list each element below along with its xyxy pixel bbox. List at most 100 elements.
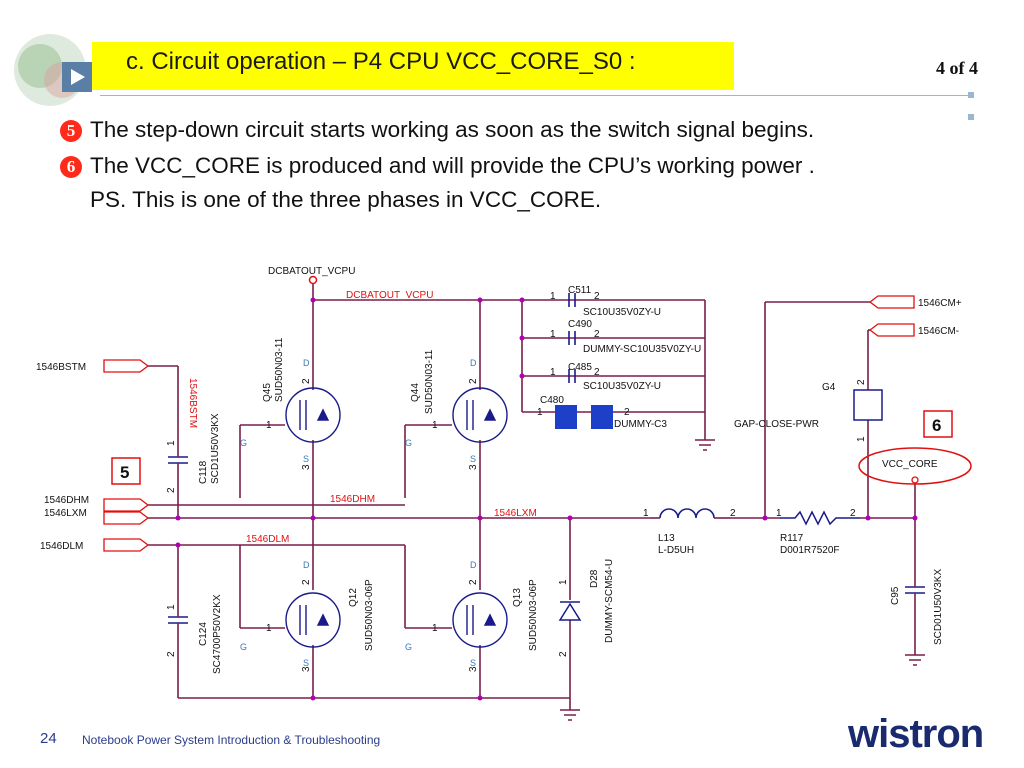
slide-title: c. Circuit operation – P4 CPU VCC_CORE_S… — [126, 48, 636, 75]
schematic-label: 2 — [166, 487, 177, 493]
schematic-label: D001R7520F — [780, 545, 839, 556]
schematic-label: C118 — [198, 460, 209, 484]
page-indicator: 4 of 4 — [936, 58, 978, 78]
marker-5: 5 — [120, 463, 129, 482]
schematic-label: G — [405, 438, 412, 448]
schematic-label: 1 — [776, 508, 782, 519]
schematic-label: D — [303, 358, 310, 368]
schematic-label: SUD50N03-11 — [274, 337, 285, 402]
net-label-top: DCBATOUT_VCPU — [268, 266, 355, 277]
schematic-label: 2 — [301, 378, 312, 384]
schematic-label: 2 — [856, 379, 867, 385]
header-rule — [100, 95, 972, 96]
schematic-label: G4 — [822, 382, 836, 393]
play-icon — [62, 62, 92, 92]
schematic-label: 2 — [624, 407, 630, 418]
ref-c480: C480 — [540, 395, 564, 406]
schematic-label: 1 — [643, 508, 649, 519]
schematic-label: L13 — [658, 533, 675, 544]
schematic-label: 1 — [558, 579, 569, 585]
wistron-logo: wistron — [848, 712, 984, 756]
schematic-label: 3 — [301, 666, 312, 672]
cap-c480-plate — [555, 405, 577, 429]
ref-c490: C490 — [568, 319, 592, 330]
schematic-label: 1 — [266, 623, 272, 634]
schematic-label: Q13 — [512, 588, 523, 607]
schematic-label: 2 — [301, 579, 312, 585]
schematic-label: Q45 — [262, 383, 273, 402]
schematic-label: 2 — [594, 329, 600, 340]
schematic-label: C95 — [890, 586, 901, 605]
schematic-label: S — [470, 454, 476, 464]
text-line-1: The step-down circuit starts working as … — [90, 117, 815, 142]
net-dlm-red: 1546DLM — [246, 534, 289, 545]
schematic-label: Q12 — [348, 588, 359, 607]
schematic-label: 1 — [266, 420, 272, 431]
schematic-label: SUD50N03-11 — [424, 349, 435, 414]
cap-c480-plate — [591, 405, 613, 429]
schematic-label: S — [303, 658, 309, 668]
text-line-2: The VCC_CORE is produced and will provid… — [90, 153, 815, 178]
val-c480: DUMMY-C3 — [614, 419, 667, 430]
val-c511: SC10U35V0ZY-U — [583, 307, 661, 318]
schematic-label: SCD01U50V3KX — [933, 569, 944, 645]
schematic-label: 2 — [594, 367, 600, 378]
schematic-label: SUD50N03-06P — [364, 579, 375, 651]
schematic-label: 1 — [550, 291, 556, 302]
schematic-label: 1 — [166, 440, 177, 446]
net-bstm-red: 1546BSTM — [187, 378, 198, 428]
schematic-label: D — [470, 560, 477, 570]
ref-c511: C511 — [568, 285, 592, 296]
schematic-label: S — [303, 454, 309, 464]
schematic-label: D28 — [589, 569, 600, 588]
schematic-label: 1 — [550, 329, 556, 340]
schematic-label: 1 — [550, 367, 556, 378]
bullet-marker-6: 6 — [60, 156, 82, 178]
schematic-label: S — [470, 658, 476, 668]
schematic-label: GAP-CLOSE-PWR — [734, 419, 819, 430]
schematic-label: SCD1U50V3KX — [210, 413, 221, 484]
schematic-label: 2 — [730, 508, 736, 519]
footer-page-number: 24 — [40, 730, 57, 747]
schematic-label: 2 — [850, 508, 856, 519]
port-dlm: 1546DLM — [40, 541, 83, 552]
ref-c485: C485 — [568, 362, 592, 373]
schematic-label: D — [303, 560, 310, 570]
schematic-label: D — [470, 358, 477, 368]
schematic-label: 1 — [856, 436, 867, 442]
schematic-label: 3 — [301, 464, 312, 470]
schematic-label: SC4700P50V2KX — [212, 594, 223, 674]
schematic-label: 2 — [468, 579, 479, 585]
net-dhm-red: 1546DHM — [330, 494, 375, 505]
schematic-label: Q44 — [410, 383, 421, 402]
schematic-label: C124 — [198, 622, 209, 646]
port-lxm: 1546LXM — [44, 508, 87, 519]
schematic-label: 3 — [468, 464, 479, 470]
marker-6: 6 — [932, 416, 941, 435]
title-bar — [92, 42, 734, 90]
schematic-label: SUD50N03-06P — [528, 579, 539, 651]
schematic-label: R117 — [780, 533, 804, 544]
port-bstm: 1546BSTM — [36, 362, 86, 373]
schematic-label: DUMMY-SCM54-U — [604, 559, 615, 643]
val-c490: DUMMY-SC10U35V0ZY-U — [583, 344, 701, 355]
text-line-3: PS. This is one of the three phases in V… — [90, 187, 602, 212]
schematic-label: L-D5UH — [658, 545, 694, 556]
schematic-label: 2 — [166, 651, 177, 657]
schematic-label: 1 — [537, 407, 543, 418]
port-cm-plus: 1546CM+ — [918, 298, 962, 309]
schematic-label: G — [240, 438, 247, 448]
net-label-top-red: DCBATOUT_VCPU — [346, 290, 433, 301]
schematic-label: G — [405, 642, 412, 652]
marker-box-6 — [923, 410, 953, 438]
marker-box-5 — [111, 457, 141, 485]
vcc-core-highlight — [858, 447, 972, 485]
vcc-core-label: VCC_CORE — [882, 459, 938, 470]
footer-text: Notebook Power System Introduction & Tro… — [82, 733, 381, 747]
schematic-label: 2 — [594, 291, 600, 302]
val-c485: SC10U35V0ZY-U — [583, 381, 661, 392]
schematic-label: 1 — [166, 604, 177, 610]
schematic-label: 3 — [468, 666, 479, 672]
rule-square — [968, 92, 974, 98]
